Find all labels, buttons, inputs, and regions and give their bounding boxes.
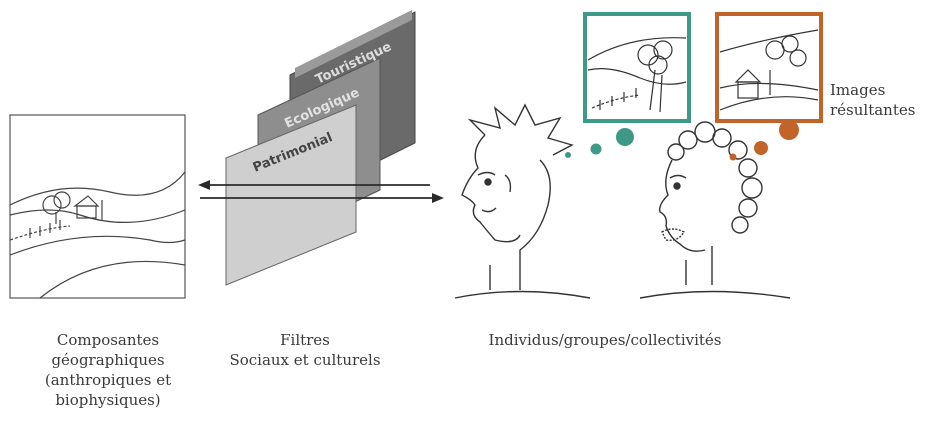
filter-layers: Touristique Ecologique Patrimonial <box>225 10 416 286</box>
thought-bubbles-orange <box>729 120 799 161</box>
caption-geo-line-4: biophysiques) <box>55 391 161 409</box>
resulting-image-teal <box>583 12 691 123</box>
person-one-illustration <box>454 103 591 299</box>
resulting-image-orange <box>715 12 823 123</box>
perception-arrows <box>198 180 444 203</box>
thought-bubbles-teal <box>565 128 634 158</box>
landscape-illustration <box>9 114 186 299</box>
filter-layer-patrimonial <box>225 104 357 286</box>
caption-individuals-text: Individus/groupes/collectivités <box>488 331 722 349</box>
caption-filters-subtitle: Sociaux et culturels <box>229 351 381 369</box>
caption-images-line-1: Images <box>830 81 886 99</box>
caption-geo-line-3: (anthropiques et <box>44 371 172 389</box>
person-two-illustration <box>639 121 791 299</box>
caption-filters-title: Filtres <box>280 331 330 349</box>
caption-geo-line-2: géographiques <box>51 351 165 369</box>
caption-resulting-images: Images résultantes <box>830 80 930 120</box>
caption-images-line-2: résultantes <box>830 101 916 119</box>
caption-individuals: Individus/groupes/collectivités <box>440 330 770 350</box>
caption-geographic-components: Composantes géographiques (anthropiques … <box>8 330 208 410</box>
caption-filters: Filtres Sociaux et culturels <box>205 330 405 370</box>
caption-geo-line-1: Composantes <box>56 331 160 349</box>
